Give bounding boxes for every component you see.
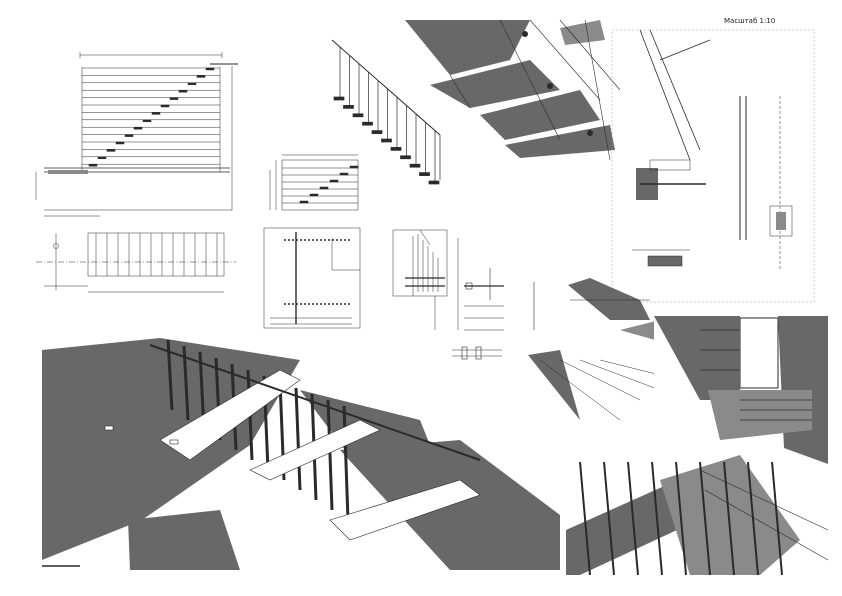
stair-nosing (205, 67, 215, 71)
render-main (42, 338, 560, 570)
iso-step (362, 121, 373, 126)
iso-step (343, 105, 354, 109)
section-step (329, 179, 339, 183)
render-bottom-right (566, 455, 829, 576)
stair-nosing (160, 104, 170, 108)
iso-step (390, 147, 402, 151)
stair-nosing (151, 112, 161, 115)
br-baluster (699, 461, 711, 576)
br-baluster (771, 461, 783, 576)
iso-step (409, 163, 421, 168)
iso-step (333, 96, 345, 101)
stair-iso-sketch (331, 39, 441, 185)
elevation-view (35, 52, 238, 217)
hardware-details (452, 268, 535, 360)
stair-nosing (106, 149, 116, 152)
br-baluster (651, 461, 663, 576)
main-baluster (342, 405, 350, 521)
section-step (339, 172, 349, 176)
section-step (319, 186, 329, 190)
stair-nosing (169, 97, 179, 100)
iso-step (400, 155, 411, 160)
br-baluster (627, 461, 639, 576)
stair-nosing (133, 126, 143, 130)
iso-step (352, 113, 364, 118)
br-baluster (675, 461, 687, 576)
main-baluster (326, 399, 334, 511)
scale-label: Масштаб 1:10 (724, 17, 776, 25)
stair-nosing (178, 89, 188, 93)
br-baluster (603, 461, 615, 576)
section-step (309, 193, 319, 197)
stair-nosing (115, 141, 125, 145)
stair-nosing (196, 75, 206, 78)
section-view (269, 154, 359, 211)
section-step (349, 165, 359, 169)
iso-step (428, 180, 440, 185)
section-step (299, 200, 309, 204)
render-right (654, 316, 828, 464)
main-baluster (182, 345, 190, 421)
front-detail-view (263, 227, 361, 329)
iso-step (381, 138, 392, 143)
stair-nosing (88, 163, 98, 167)
stair-nosing (124, 134, 134, 137)
iso-step (419, 172, 430, 176)
detail-sheet (611, 29, 815, 303)
br-baluster (723, 461, 735, 576)
plan-view (36, 232, 236, 293)
br-baluster (579, 461, 591, 576)
stair-nosing (97, 156, 107, 160)
side-detail-view (392, 229, 459, 330)
main-baluster (294, 387, 302, 491)
iso-step (371, 130, 383, 134)
stair-nosing (187, 82, 197, 86)
stair-nosing (142, 119, 152, 123)
render-top (405, 19, 621, 161)
br-baluster (747, 461, 759, 576)
